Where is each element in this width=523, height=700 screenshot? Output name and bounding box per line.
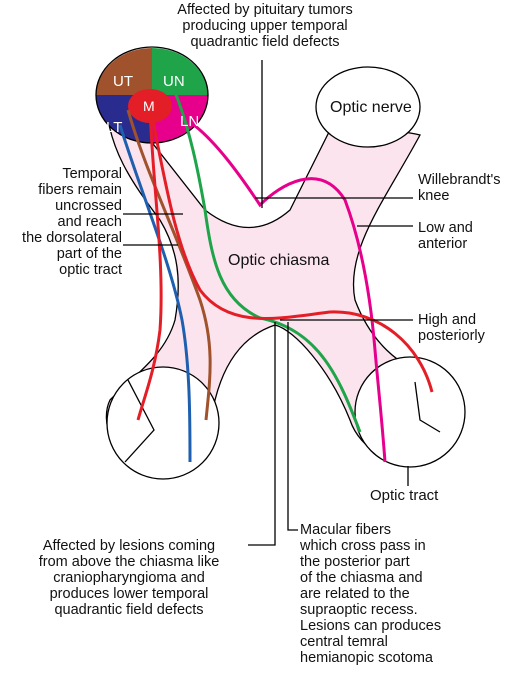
temporal-line-7: optic tract [59,262,122,278]
macular-line-2: which cross pass in [300,538,426,554]
temporal-line-1: Temporal [62,166,122,182]
cranio-line-1: Affected by lesions coming [42,538,216,554]
macular-line-6: supraoptic recess. [300,602,418,618]
macular-line-9: hemianopic scotoma [300,650,433,666]
left-tract-notch [124,379,155,463]
temporal-line-2: fibers remain [38,182,122,198]
right-tract-circle [354,356,466,468]
willebrandt-line-1: Willebrandt's [418,172,501,188]
willebrandt-line-2: knee [418,188,450,204]
quadrant-ln-label: LN [180,113,199,130]
macular-annotation: Macular fibers which cross pass in the p… [300,522,500,666]
fiber-macula-crossed [148,105,434,393]
cranio-line-5: quadrantic field defects [54,602,204,618]
pituitary-annotation: Affected by pituitary tumors producing u… [160,2,370,50]
left-tract-circle [106,366,220,480]
quadrant-m-label: M [143,98,155,114]
macular-line-3: the posterior part [300,554,410,570]
high-posterior-line-2: posteriorly [418,328,485,344]
temporal-line-4: and reach [57,214,123,230]
pituitary-line-1: Affected by pituitary tumors [177,2,353,18]
temporal-line-5: the dorsolateral [22,230,122,246]
temporal-line-3: uncrossed [55,198,122,214]
optic-nerve-circle [315,66,421,148]
macular-line-8: central temral [300,634,388,650]
quadrant-un-label: UN [163,73,185,90]
macular-line-1: Macular fibers [300,522,392,538]
craniopharyngioma-annotation: Affected by lesions coming from above th… [10,538,248,618]
optic-nerve-label: Optic nerve [330,99,412,116]
macular-line-7: Lesions can produces [300,618,442,634]
quadrant-ut [96,48,152,95]
optic-chiasma-label: Optic chiasma [228,252,329,269]
cranio-line-2: from above the chiasma like [38,554,220,570]
willebrandt-annotation: Willebrandt's knee [418,172,522,204]
low-anterior-annotation: Low and anterior [418,220,518,252]
temporal-fibers-annotation: Temporal fibers remain uncrossed and rea… [4,166,122,278]
low-anterior-line-2: anterior [418,236,468,252]
high-posterior-line-1: High and [418,312,477,328]
macular-line-5: are related to the [300,586,410,602]
leader-craniopharyngioma [248,322,276,546]
fiber-lower-temporal [118,124,192,463]
pituitary-line-2: producing upper temporal [182,18,348,34]
optic-tract-label: Optic tract [370,487,439,504]
temporal-line-6: part of the [56,246,122,262]
fiber-upper-nasal [173,91,362,433]
cranio-line-3: craniopharyngioma and [53,570,205,586]
macular-line-4: of the chiasma and [300,570,423,586]
fiber-macula-uncrossed [136,105,163,421]
leader-macular [287,322,298,531]
high-posterior-annotation: High and posteriorly [418,312,522,344]
cranio-line-4: produces lower temporal [49,586,209,602]
fiber-upper-temporal [126,109,212,421]
quadrant-ut-label: UT [113,73,133,90]
quadrant-un [152,48,208,95]
pituitary-line-3: quadrantic field defects [190,34,340,50]
fiber-lower-nasal [189,120,387,463]
right-tract-notch [414,381,441,433]
low-anterior-line-1: Low and [418,220,473,236]
quadrant-lt-label: LT [106,119,122,136]
